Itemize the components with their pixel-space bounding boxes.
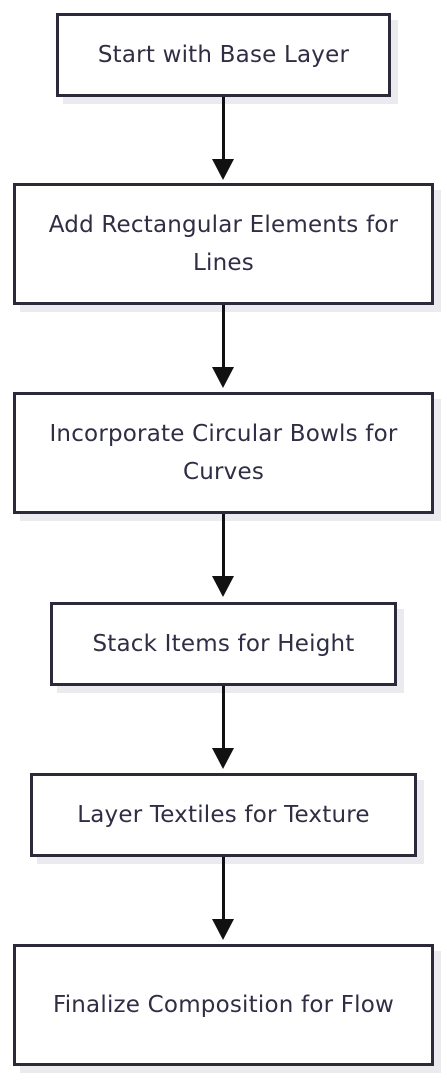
- arrow-line: [221, 305, 225, 371]
- node-incorporate-circular-bowls: Incorporate Circular Bowls for Curves: [13, 392, 434, 514]
- arrow-head: [212, 576, 234, 597]
- node-label: Incorporate Circular Bowls for Curves: [49, 421, 398, 485]
- arrow-line: [221, 514, 225, 580]
- arrow-head: [212, 367, 234, 388]
- arrow-line: [221, 97, 225, 163]
- node-label: Add Rectangular Elements for Lines: [48, 212, 399, 276]
- node-label: Finalize Composition for Flow: [52, 992, 395, 1018]
- node-label: Layer Textiles for Texture: [77, 802, 370, 828]
- arrow-line: [221, 857, 225, 923]
- node-stack-items-for-height: Stack Items for Height: [50, 602, 397, 686]
- arrow-head: [212, 159, 234, 180]
- arrow-head: [212, 748, 234, 769]
- node-start-with-base-layer: Start with Base Layer: [56, 13, 391, 97]
- node-label: Start with Base Layer: [97, 42, 350, 68]
- node-add-rectangular-elements: Add Rectangular Elements for Lines: [13, 183, 434, 305]
- arrow-head: [212, 919, 234, 940]
- arrow-line: [221, 686, 225, 752]
- node-finalize-composition-for-flow: Finalize Composition for Flow: [13, 944, 434, 1066]
- node-layer-textiles-for-texture: Layer Textiles for Texture: [30, 773, 417, 857]
- node-label: Stack Items for Height: [92, 631, 355, 657]
